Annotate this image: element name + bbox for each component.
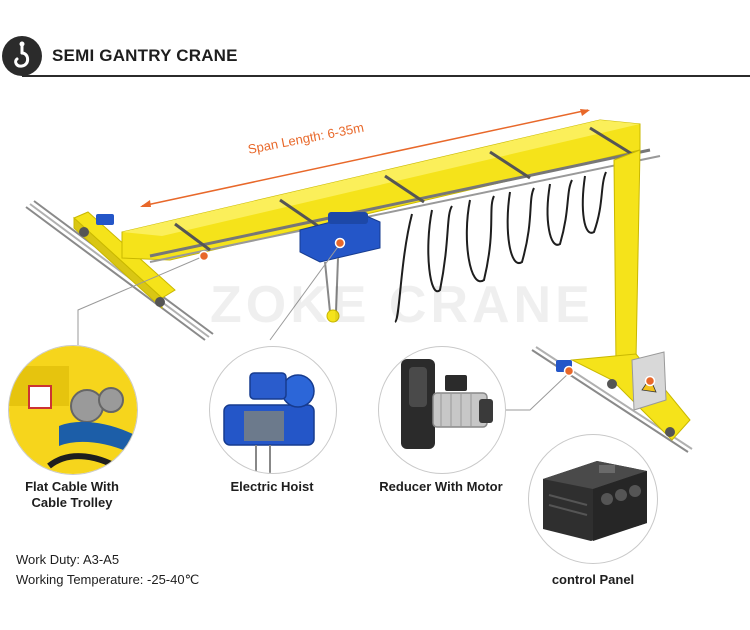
festoon-cables: [394, 171, 607, 323]
reducer-motor-image: [401, 359, 493, 449]
page-header: SEMI GANTRY CRANE: [0, 34, 750, 78]
marker-motor: [563, 365, 575, 377]
header-divider: [22, 75, 750, 77]
main-girder: [121, 119, 661, 263]
caption-cable-trolley: Flat Cable With Cable Trolley: [25, 479, 119, 510]
page-title: SEMI GANTRY CRANE: [52, 46, 238, 65]
caption-electric-hoist: Electric Hoist: [230, 479, 314, 494]
caption-reducer-motor: Reducer With Motor: [379, 479, 503, 494]
marker-hoist: [334, 237, 346, 249]
marker-control-panel: [644, 375, 656, 387]
spec-working-temperature: Working Temperature: -25-40℃: [16, 572, 200, 587]
crane-hook-icon: [2, 36, 42, 76]
detail-reducer-motor: [378, 346, 506, 474]
watermark-text: ZOKE CRANE: [210, 276, 594, 334]
electric-hoist-image: [223, 372, 315, 473]
control-panel-image: [543, 461, 647, 541]
right-leg: [556, 149, 691, 441]
marker-cable-trolley: [198, 250, 210, 262]
span-arrow: [140, 109, 590, 207]
detail-cable-trolley: [8, 345, 138, 475]
detail-electric-hoist: [209, 346, 337, 474]
spec-work-duty: Work Duty: A3-A5: [16, 552, 120, 567]
caption-control-panel: control Panel: [551, 572, 635, 587]
cable-trolley-image: [9, 346, 137, 474]
detail-control-panel: [528, 434, 658, 564]
